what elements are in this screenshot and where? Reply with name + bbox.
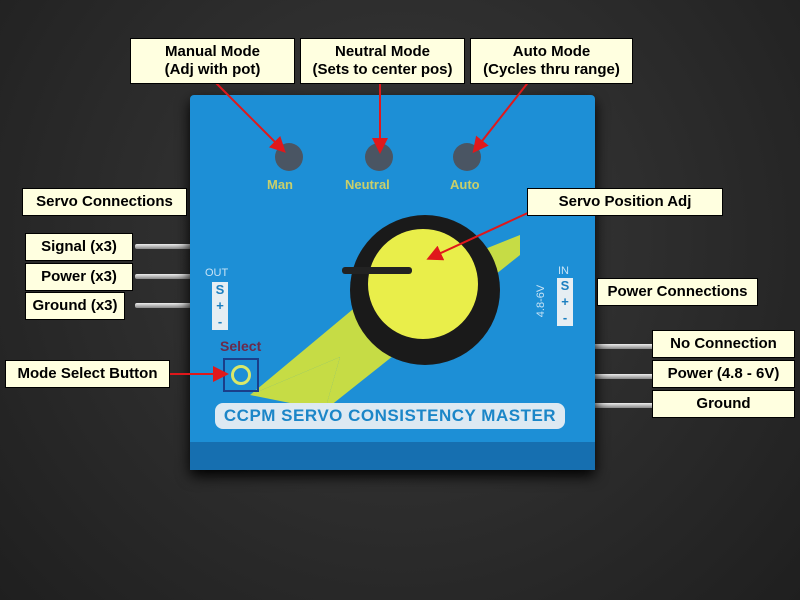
ground-in-pin xyxy=(590,403,655,408)
label-neutral-mode: Neutral Mode (Sets to center pos) xyxy=(300,38,465,84)
label-mode-select: Mode Select Button xyxy=(5,360,170,388)
in-label: IN xyxy=(558,265,569,277)
manual-mode-sub: (Adj with pot) xyxy=(164,61,261,78)
in-minus: - xyxy=(562,310,568,325)
knob-cap xyxy=(368,229,478,339)
device-title: CCPM SERVO CONSISTENCY MASTER xyxy=(215,403,565,429)
servo-tester: Man Neutral Auto OUT S + - IN 4.8-6V S +… xyxy=(190,95,595,470)
led-label-auto: Auto xyxy=(450,177,480,192)
knob-pointer xyxy=(342,267,412,274)
label-manual-mode: Manual Mode (Adj with pot) xyxy=(130,38,295,84)
label-ground-in: Ground xyxy=(652,390,795,418)
in-s: S xyxy=(560,278,570,293)
manual-mode-title: Manual Mode xyxy=(164,43,260,60)
label-no-connection: No Connection xyxy=(652,330,795,358)
led-label-neutral: Neutral xyxy=(345,177,390,192)
out-connector-label: S + - xyxy=(212,282,228,330)
power-in-pin xyxy=(590,374,655,379)
servo-position-knob[interactable] xyxy=(342,215,500,365)
no-connection-pin xyxy=(590,344,655,349)
out-label: OUT xyxy=(205,267,229,279)
signal-pin xyxy=(135,244,195,249)
label-power: Power (x3) xyxy=(25,263,133,291)
auto-mode-sub: (Cycles thru range) xyxy=(483,61,620,78)
out-s: S xyxy=(215,282,225,297)
neutral-mode-title: Neutral Mode xyxy=(334,43,430,60)
device-base xyxy=(190,442,595,470)
label-auto-mode: Auto Mode (Cycles thru range) xyxy=(470,38,633,84)
label-power-connections: Power Connections xyxy=(597,278,758,306)
in-connector-label: S + - xyxy=(557,278,573,326)
power-pin xyxy=(135,274,195,279)
label-ground: Ground (x3) xyxy=(25,292,125,320)
auto-mode-title: Auto Mode xyxy=(512,43,591,60)
neutral-mode-sub: (Sets to center pos) xyxy=(312,61,453,78)
ground-pin xyxy=(135,303,195,308)
led-label-man: Man xyxy=(267,177,293,192)
label-servo-position: Servo Position Adj xyxy=(527,188,723,216)
label-servo-connections: Servo Connections xyxy=(22,188,187,216)
in-plus: + xyxy=(561,294,569,309)
out-plus: + xyxy=(216,298,224,313)
label-signal: Signal (x3) xyxy=(25,233,133,261)
label-power-in: Power (4.8 - 6V) xyxy=(652,360,795,388)
out-minus: - xyxy=(217,314,223,329)
select-label: Select xyxy=(220,338,262,354)
